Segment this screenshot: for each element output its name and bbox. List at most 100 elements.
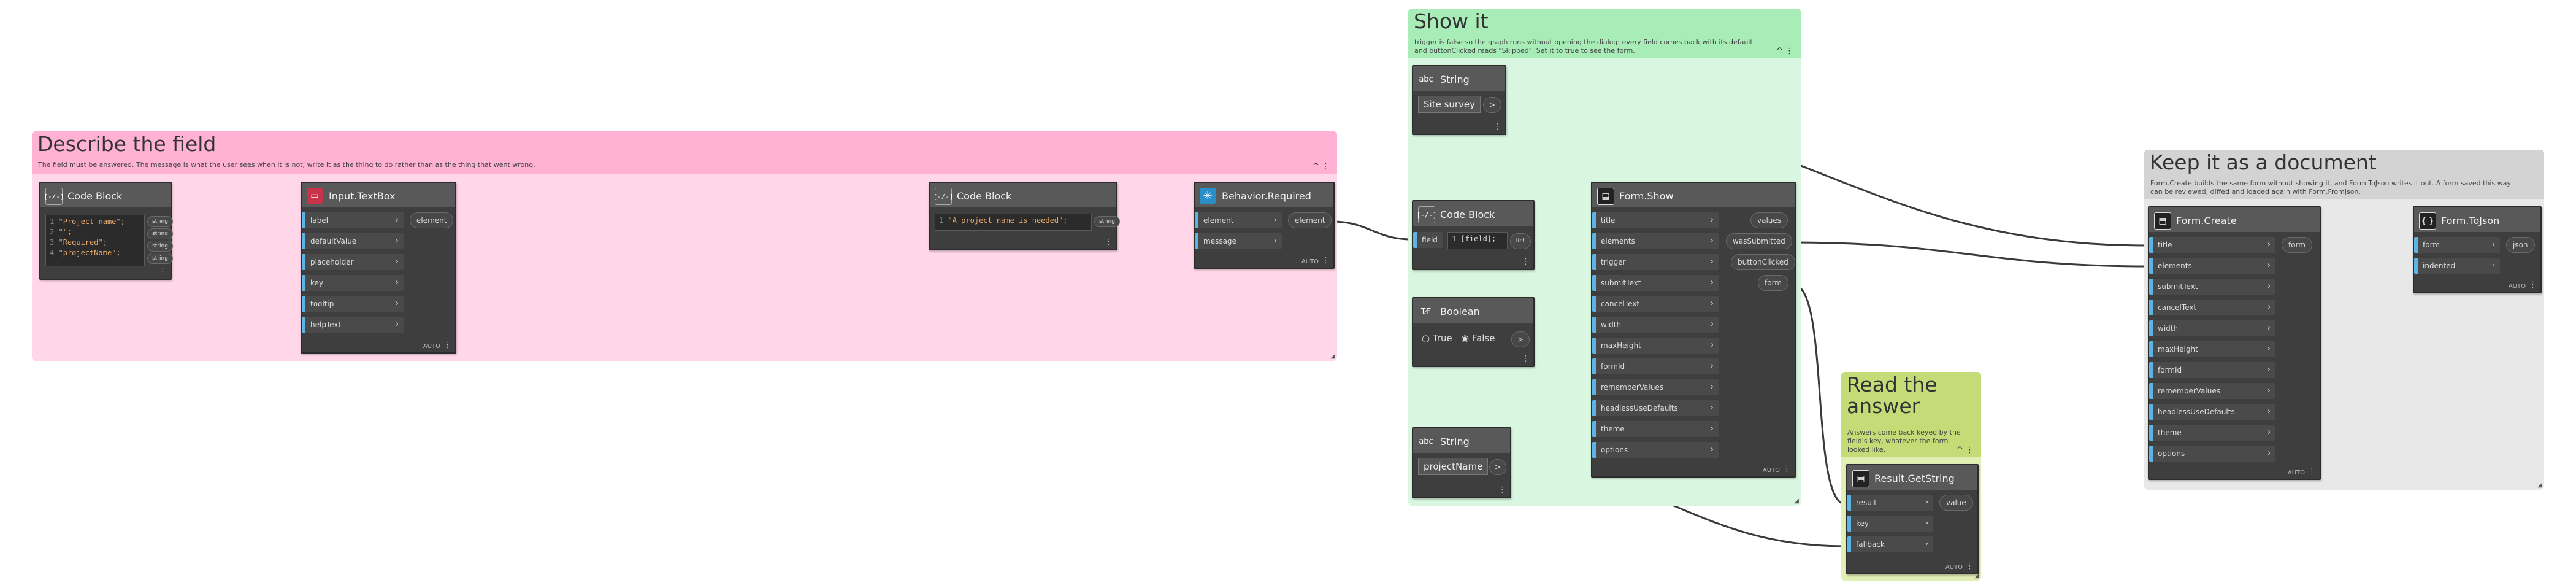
node-menu-icon[interactable]: ⋮ bbox=[159, 267, 167, 276]
output-port-values[interactable]: values bbox=[1750, 212, 1788, 228]
node-form-create[interactable]: ▤ Form.Create title› elements› submitTex… bbox=[2148, 206, 2321, 480]
output-port-form[interactable]: form bbox=[1758, 275, 1788, 291]
output-port-string[interactable]: string bbox=[147, 216, 173, 227]
output-port[interactable]: > bbox=[1511, 331, 1530, 347]
input-port-options[interactable]: options› bbox=[1592, 442, 1719, 458]
node-menu-icon[interactable]: ⋮ bbox=[1105, 238, 1113, 247]
connector-wire[interactable] bbox=[1332, 220, 1413, 241]
input-port-fallback[interactable]: fallback› bbox=[1847, 536, 1933, 552]
input-port-label[interactable]: label› bbox=[302, 212, 404, 228]
input-port-helptext[interactable]: helpText› bbox=[302, 317, 404, 333]
string-value-input[interactable]: Site survey bbox=[1418, 96, 1481, 113]
input-port-elements[interactable]: elements› bbox=[1592, 233, 1719, 249]
input-port-field[interactable]: field bbox=[1413, 232, 1443, 248]
string-value-input[interactable]: projectName bbox=[1418, 458, 1489, 475]
node-string-key[interactable]: abc String projectName > ⋮ bbox=[1412, 427, 1511, 498]
input-port-submittext[interactable]: submitText› bbox=[1592, 275, 1719, 291]
input-port-remembervalues[interactable]: rememberValues› bbox=[2149, 383, 2275, 399]
input-port-options[interactable]: options› bbox=[2149, 446, 2275, 462]
input-port-maxheight[interactable]: maxHeight› bbox=[1592, 338, 1719, 354]
node-form-tojson[interactable]: { } Form.ToJson form› indented› json AUT… bbox=[2413, 206, 2542, 293]
input-port-submittext[interactable]: submitText› bbox=[2149, 279, 2275, 295]
output-port-buttonclicked[interactable]: buttonClicked bbox=[1731, 254, 1795, 270]
input-port-defaultvalue[interactable]: defaultValue› bbox=[302, 233, 404, 249]
connector-wire[interactable] bbox=[1793, 241, 2149, 268]
input-port-elements[interactable]: elements› bbox=[2149, 258, 2275, 274]
input-port-title[interactable]: title› bbox=[1592, 212, 1719, 228]
radio-true[interactable]: ○ True bbox=[1422, 333, 1452, 344]
node-input-textbox[interactable]: ▭ Input.TextBox label› defaultValue› pla… bbox=[301, 182, 456, 354]
input-port-indented[interactable]: indented› bbox=[2414, 258, 2500, 274]
node-code-block-list[interactable]: [-/-] Code Block field 1 [field]; list ⋮ bbox=[1412, 200, 1535, 270]
node-form-show[interactable]: ▤ Form.Show title› elements› trigger› su… bbox=[1591, 182, 1796, 478]
node-code-block-field-values[interactable]: [-/-] Code Block 1 "Project name"; 2 "";… bbox=[39, 182, 173, 280]
output-port-string[interactable]: string bbox=[1094, 216, 1120, 227]
resize-grip-icon[interactable]: ◢ bbox=[1974, 573, 1979, 579]
input-port-element[interactable]: element› bbox=[1195, 212, 1282, 228]
node-menu-icon[interactable]: ⋮ bbox=[1966, 562, 1974, 571]
node-menu-icon[interactable]: ⋮ bbox=[1322, 256, 1330, 265]
node-behavior-required[interactable]: ✳ Behavior.Required element› message› el… bbox=[1194, 182, 1335, 269]
output-port-element[interactable]: element bbox=[1288, 212, 1332, 228]
output-port-string[interactable]: string bbox=[147, 241, 173, 252]
output-port[interactable]: > bbox=[1483, 97, 1501, 113]
node-menu-icon[interactable]: ⋮ bbox=[1522, 257, 1530, 266]
output-port-wassubmitted[interactable]: wasSubmitted bbox=[1726, 233, 1792, 249]
resize-grip-icon[interactable]: ◢ bbox=[2537, 482, 2542, 489]
node-string-title[interactable]: abc String Site survey > ⋮ bbox=[1412, 65, 1506, 135]
input-port-canceltext[interactable]: cancelText› bbox=[1592, 296, 1719, 312]
output-port-form[interactable]: form bbox=[2282, 237, 2312, 253]
radio-false[interactable]: ◉ False bbox=[1461, 333, 1495, 344]
collapse-caret-icon[interactable]: ^ ⋮ bbox=[1776, 47, 1793, 56]
input-port-formid[interactable]: formId› bbox=[1592, 358, 1719, 374]
code-editor[interactable]: 1 "A project name is needed"; bbox=[935, 214, 1092, 231]
input-port-headlessusedefaults[interactable]: headlessUseDefaults› bbox=[1592, 400, 1719, 416]
code-editor[interactable]: 1 "Project name"; 2 ""; 3 "Required"; 4 … bbox=[45, 215, 145, 266]
resize-grip-icon[interactable]: ◢ bbox=[1330, 353, 1335, 360]
group-describe-title: Describe the field bbox=[37, 132, 217, 156]
input-port-key[interactable]: key› bbox=[1847, 516, 1933, 532]
node-header: abc String bbox=[1413, 66, 1505, 91]
node-title: Code Block bbox=[957, 190, 1012, 202]
node-result-getstring[interactable]: ▤ Result.GetString result› key› fallback… bbox=[1846, 464, 1979, 574]
node-menu-icon[interactable]: ⋮ bbox=[1783, 465, 1791, 474]
output-port[interactable]: > bbox=[1489, 459, 1506, 475]
node-code-block-message[interactable]: [-/-] Code Block 1 "A project name is ne… bbox=[929, 182, 1120, 250]
output-port-element[interactable]: element bbox=[410, 212, 454, 228]
node-menu-icon[interactable]: ⋮ bbox=[1493, 122, 1501, 131]
input-port-title[interactable]: title› bbox=[2149, 237, 2275, 253]
input-port-canceltext[interactable]: cancelText› bbox=[2149, 300, 2275, 315]
output-port-json[interactable]: json bbox=[2506, 237, 2535, 253]
output-port-string[interactable]: string bbox=[147, 228, 173, 239]
code-editor[interactable]: 1 [field]; bbox=[1447, 232, 1508, 249]
node-menu-icon[interactable]: ⋮ bbox=[2529, 280, 2537, 290]
input-port-width[interactable]: width› bbox=[1592, 317, 1719, 333]
output-port-list[interactable]: list bbox=[1510, 233, 1531, 249]
collapse-caret-icon[interactable]: ^ ⋮ bbox=[1312, 162, 1330, 171]
input-port-formid[interactable]: formId› bbox=[2149, 362, 2275, 378]
output-port-value[interactable]: value bbox=[1939, 495, 1973, 511]
input-port-theme[interactable]: theme› bbox=[1592, 421, 1719, 437]
input-port-width[interactable]: width› bbox=[2149, 320, 2275, 336]
node-menu-icon[interactable]: ⋮ bbox=[2308, 467, 2316, 476]
input-port-key[interactable]: key› bbox=[302, 275, 404, 291]
node-menu-icon[interactable]: ⋮ bbox=[1522, 354, 1530, 363]
collapse-caret-icon[interactable]: ^ ⋮ bbox=[1956, 446, 1974, 455]
input-port-placeholder[interactable]: placeholder› bbox=[302, 254, 404, 270]
input-port-tooltip[interactable]: tooltip› bbox=[302, 296, 404, 312]
input-port-trigger[interactable]: trigger› bbox=[1592, 254, 1719, 270]
node-menu-icon[interactable]: ⋮ bbox=[443, 341, 451, 350]
input-port-theme[interactable]: theme› bbox=[2149, 425, 2275, 441]
group-describe-field[interactable]: Describe the field The field must be ans… bbox=[32, 131, 1337, 361]
input-port-form[interactable]: form› bbox=[2414, 237, 2500, 253]
input-port-maxheight[interactable]: maxHeight› bbox=[2149, 341, 2275, 357]
input-port-remembervalues[interactable]: rememberValues› bbox=[1592, 379, 1719, 395]
output-port-string[interactable]: string bbox=[147, 253, 173, 264]
input-port-headlessusedefaults[interactable]: headlessUseDefaults› bbox=[2149, 404, 2275, 420]
connector-wire[interactable] bbox=[1793, 284, 1847, 506]
node-menu-icon[interactable]: ⋮ bbox=[1498, 485, 1506, 495]
node-boolean-trigger[interactable]: T⁄F Boolean ○ True ◉ False > ⋮ bbox=[1412, 297, 1535, 367]
input-port-message[interactable]: message› bbox=[1195, 233, 1282, 249]
input-port-result[interactable]: result› bbox=[1847, 495, 1933, 511]
resize-grip-icon[interactable]: ◢ bbox=[1794, 498, 1799, 505]
